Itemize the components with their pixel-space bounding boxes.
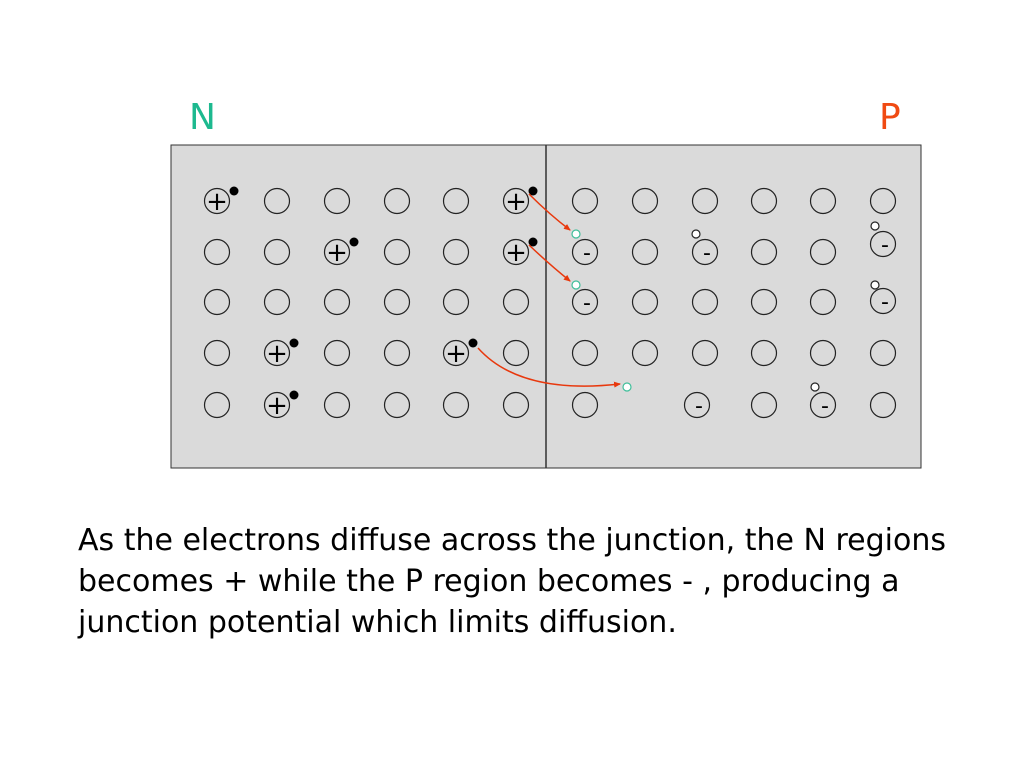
lattice-atom	[691, 288, 719, 316]
donor-ion-positive: +	[502, 186, 538, 217]
lattice-atom	[263, 288, 291, 316]
lattice-atom	[750, 288, 778, 316]
lattice-atom	[631, 288, 659, 316]
lattice-atom	[571, 187, 599, 215]
lattice-atom	[750, 238, 778, 266]
lattice-atom	[502, 391, 530, 419]
donor-ion-positive: +	[442, 338, 478, 369]
lattice-atom	[809, 288, 837, 316]
donor-ion-positive: +	[203, 186, 239, 217]
donor-ion-positive: +	[502, 237, 538, 268]
lattice-atom	[383, 238, 411, 266]
acceptor-ion-negative: -	[683, 391, 711, 419]
lattice-atom	[750, 391, 778, 419]
lattice-atom	[691, 339, 719, 367]
hole-marker	[810, 382, 820, 392]
lattice-atom	[263, 187, 291, 215]
electron-dot	[528, 237, 538, 247]
electron-dot	[349, 237, 359, 247]
donor-ion-positive: +	[263, 338, 299, 369]
lattice-atom	[631, 238, 659, 266]
lattice-atom	[571, 391, 599, 419]
electron-dot	[229, 186, 239, 196]
lattice-atom	[869, 391, 897, 419]
donor-ion-positive: +	[263, 390, 299, 421]
diffusion-arrow	[528, 244, 571, 282]
minus-sign: -	[703, 241, 711, 266]
lattice-atom	[571, 339, 599, 367]
lattice-atom	[323, 391, 351, 419]
lattice-atom	[631, 339, 659, 367]
electron-dot	[289, 390, 299, 400]
minus-sign: -	[881, 290, 889, 315]
donor-ion-positive: +	[323, 237, 359, 268]
lattice-atom	[203, 391, 231, 419]
hole-marker	[870, 221, 880, 231]
acceptor-ion-negative: -	[571, 288, 599, 316]
caption-text: As the electrons diffuse across the junc…	[78, 523, 946, 640]
diffusion-arrow	[528, 193, 571, 231]
plus-sign: +	[266, 391, 288, 421]
lattice-atom	[631, 187, 659, 215]
acceptor-ion-negative: -	[869, 230, 897, 258]
minus-sign: -	[695, 394, 703, 419]
lattice-atom	[323, 339, 351, 367]
diffusion-arrow	[477, 347, 621, 388]
n-region-panel	[170, 144, 547, 469]
lattice-atom	[323, 187, 351, 215]
p-region-panel	[545, 144, 922, 469]
lattice-atom	[502, 288, 530, 316]
lattice-atom	[750, 187, 778, 215]
electron-dot	[289, 338, 299, 348]
lattice-atom	[442, 288, 470, 316]
lattice-atom	[383, 288, 411, 316]
plus-sign: +	[266, 339, 288, 369]
electron-dot	[528, 186, 538, 196]
lattice-atom	[203, 288, 231, 316]
lattice-atom	[691, 187, 719, 215]
lattice-atom	[502, 339, 530, 367]
hole-marker	[691, 229, 701, 239]
acceptor-ion-negative: -	[571, 238, 599, 266]
n-region-label: N	[189, 97, 216, 138]
lattice-atom	[383, 339, 411, 367]
acceptor-ion-negative: -	[809, 391, 837, 419]
lattice-atom	[869, 187, 897, 215]
plus-sign: +	[326, 238, 348, 268]
acceptor-ion-negative: -	[691, 238, 719, 266]
hole-marker	[622, 382, 632, 392]
lattice-atom	[263, 238, 291, 266]
plus-sign: +	[505, 187, 527, 217]
minus-sign: -	[583, 291, 591, 316]
minus-sign: -	[583, 241, 591, 266]
plus-sign: +	[206, 187, 228, 217]
electron-dot	[468, 338, 478, 348]
lattice-atom	[442, 187, 470, 215]
hole-marker	[571, 280, 581, 290]
lattice-atom	[809, 238, 837, 266]
plus-sign: +	[445, 339, 467, 369]
lattice-atom	[383, 187, 411, 215]
lattice-atom	[203, 339, 231, 367]
lattice-atom	[809, 187, 837, 215]
minus-sign: -	[821, 394, 829, 419]
p-region-label: P	[879, 97, 901, 138]
hole-marker	[571, 229, 581, 239]
plus-sign: +	[505, 238, 527, 268]
lattice-atom	[383, 391, 411, 419]
lattice-atom	[809, 339, 837, 367]
acceptor-ion-negative: -	[869, 287, 897, 315]
minus-sign: -	[881, 233, 889, 258]
lattice-atom	[323, 288, 351, 316]
lattice-atom	[750, 339, 778, 367]
lattice-atom	[869, 339, 897, 367]
lattice-atom	[203, 238, 231, 266]
lattice-atom	[442, 391, 470, 419]
lattice-atom	[442, 238, 470, 266]
hole-marker	[870, 280, 880, 290]
